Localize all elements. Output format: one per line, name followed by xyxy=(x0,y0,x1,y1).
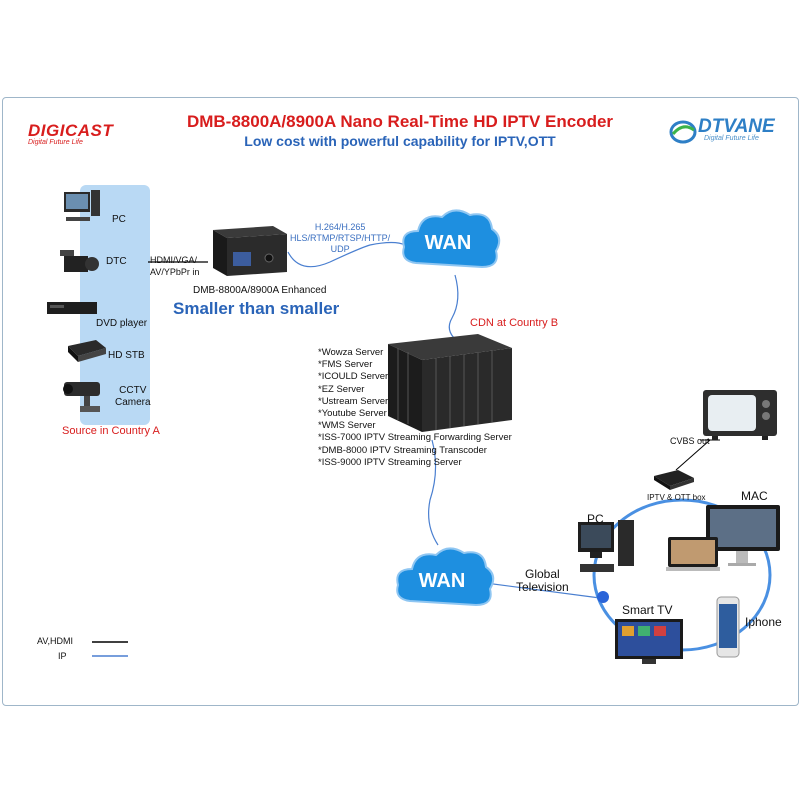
server-item: *Youtube Server xyxy=(318,408,387,420)
source-label-dtc: DTC xyxy=(106,256,127,267)
desktop-pc-icon xyxy=(64,190,100,221)
source-region-label: Source in Country A xyxy=(62,425,160,437)
desktop-pc-icon xyxy=(578,520,634,572)
video-camera-icon xyxy=(60,250,99,272)
mac-label: MAC xyxy=(741,489,768,503)
cvbs-out-label: CVBS out xyxy=(670,436,710,446)
global-television-label: Global Television xyxy=(516,567,569,594)
dtvane-logo-name: DTVANE xyxy=(698,116,775,137)
encoder-model-label: DMB-8800A/8900A Enhanced xyxy=(193,285,327,296)
pc-label: PC xyxy=(587,512,604,526)
dvd-player-icon xyxy=(47,302,97,314)
ott-box-icon xyxy=(654,470,694,490)
wan-bottom-label: WAN xyxy=(419,570,466,592)
source-label-cctv-camera: CCTV Camera xyxy=(115,385,151,408)
dtvane-logo: DTVANE Digital Future Life xyxy=(668,116,775,144)
server-list: *Wowza Server *FMS Server *ICOULD Server… xyxy=(318,347,512,469)
ott-box-label: IPTV & OTT box xyxy=(647,493,706,502)
smart-tv-label: Smart TV xyxy=(622,603,673,617)
cdn-label: CDN at Country B xyxy=(470,317,559,329)
server-item: *Ustream Server xyxy=(318,395,389,407)
server-rack-icon xyxy=(388,334,512,432)
digicast-logo: DIGICAST Digital Future Life xyxy=(28,121,113,146)
encoder-device-icon xyxy=(213,226,287,276)
server-item: *DMB-8000 IPTV Streaming Transcoder xyxy=(318,444,487,456)
wan-cloud-bottom: WAN xyxy=(396,547,495,607)
source-label-pc: PC xyxy=(112,214,126,225)
server-item: *Wowza Server xyxy=(318,347,384,358)
server-item: *ISS-9000 IPTV Streaming Server xyxy=(318,456,462,468)
digicast-logo-tagline: Digital Future Life xyxy=(28,139,83,146)
dtvane-logo-tagline: Digital Future Life xyxy=(704,135,759,142)
server-item: *EZ Server xyxy=(318,383,365,395)
mac-computers-icon xyxy=(666,505,780,571)
wan-top-label: WAN xyxy=(425,232,472,254)
server-item: *FMS Server xyxy=(318,359,373,371)
server-item: *ICOULD Server xyxy=(318,371,389,383)
legend-av-hdmi-label: AV,HDMI xyxy=(37,636,74,646)
smart-tv-icon xyxy=(615,619,683,664)
legend-ip-label: IP xyxy=(58,651,67,661)
diagram-title: DMB-8800A/8900A Nano Real-Time HD IPTV E… xyxy=(186,112,614,131)
crt-tv-icon xyxy=(703,390,777,440)
protocol-list: H.264/H.265 HLS/RTMP/RTSP/HTTP/ UDP xyxy=(290,222,391,254)
source-label-dvd-player: DVD player xyxy=(96,318,148,329)
input-interface-label: HDMI/VGA/ AV/YPbPr in xyxy=(150,255,200,277)
encoder-slogan: Smaller than smaller xyxy=(173,299,340,318)
set-top-box-icon xyxy=(68,340,106,362)
digicast-logo-name: DIGICAST xyxy=(28,121,114,140)
iphone-icon xyxy=(716,596,740,658)
dtvane-swirl-icon xyxy=(669,120,697,144)
diagram-subtitle: Low cost with powerful capability for IP… xyxy=(244,133,556,149)
cctv-camera-icon xyxy=(63,382,100,412)
wan-cloud-top: WAN xyxy=(402,209,501,269)
server-item: *WMS Server xyxy=(318,420,376,432)
iphone-label: Iphone xyxy=(745,615,782,629)
server-item: *ISS-7000 IPTV Streaming Forwarding Serv… xyxy=(318,432,512,444)
source-label-hd-stb: HD STB xyxy=(108,350,145,361)
